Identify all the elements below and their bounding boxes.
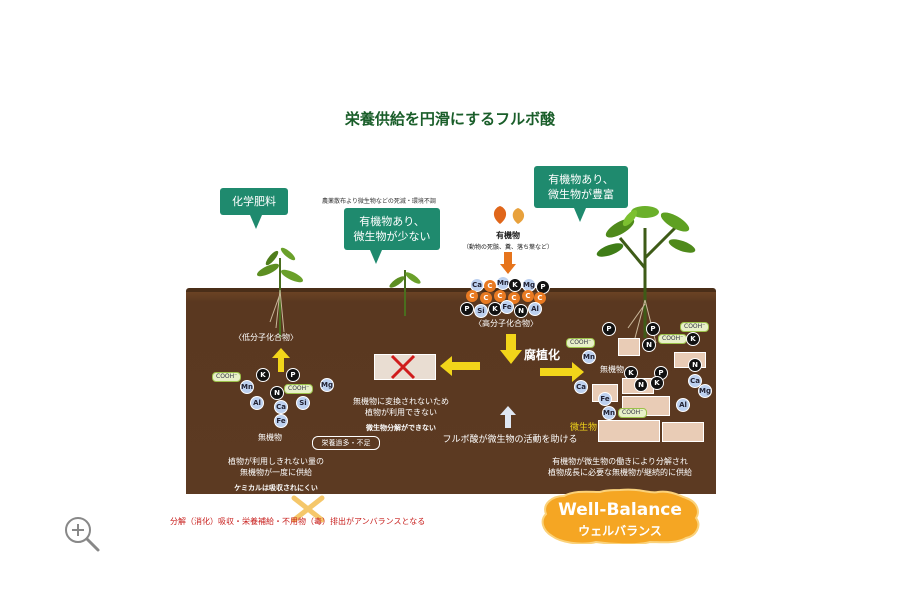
arrow-up-icon [500, 406, 516, 428]
arrow-down-icon [500, 334, 522, 364]
ion-si: Si [474, 304, 488, 318]
bubble-line1: 有機物あり、 [548, 173, 614, 186]
ion-n: N [634, 378, 648, 392]
ion-p: P [460, 302, 474, 316]
leaf-icon [493, 206, 525, 224]
organic-sub: （動物の死骸、糞、落ち葉など） [462, 244, 553, 251]
inorganic-label-left: 無機物 [258, 433, 282, 442]
ion-p: P [646, 322, 660, 336]
ion-al: Al [528, 302, 542, 316]
middle-desc-line3: 微生物分解ができない [366, 424, 436, 432]
ion-mg: Mg [522, 278, 536, 292]
ion-mn: Mn [240, 380, 254, 394]
ion-c: C [494, 290, 506, 302]
ion-mn: Mn [582, 350, 596, 364]
ion-p: P [602, 322, 616, 336]
badge-line2: ウェルバランス [578, 524, 662, 538]
fulvic-label: フルボ酸が微生物の活動を助ける [442, 435, 578, 445]
bubble-line1: 有機物あり、 [359, 215, 425, 228]
ion-group-right: P P COOH⁻ COOH⁻ N COOH⁻ K Mn N Ca K P N … [562, 318, 714, 442]
ion-si: Si [296, 396, 310, 410]
cross-icon [291, 495, 325, 523]
page-title: 栄養供給を円滑にするフルボ酸 [344, 110, 556, 128]
left-desc-line2: 無機物が一度に供給 [240, 468, 312, 477]
middle-desc-line1: 無機物に変換されないため [353, 397, 449, 406]
plant-right-icon [596, 206, 696, 344]
ion-p: P [536, 280, 550, 294]
ion-mg: Mg [320, 378, 334, 392]
ion-c: C [522, 290, 534, 302]
well-balance-badge [541, 488, 700, 544]
imbalance-note: 分解（消化）吸収・栄養補給・不用物（毒）排出がアンバランスとなる [170, 517, 426, 526]
cooh-chain: COOH⁻ [212, 372, 242, 382]
inorganic-label-right: 無機物 [600, 365, 624, 374]
cooh-chain: COOH⁻ [618, 408, 648, 418]
arrow-down-icon [500, 252, 516, 274]
ion-k: K [256, 368, 270, 382]
ion-c: C [534, 292, 546, 304]
cooh-chain: COOH⁻ [284, 384, 314, 394]
compound-label: 〈高分子化合物〉 [474, 319, 538, 328]
ion-group-left: COOH⁻ K P Mn N COOH⁻ Mg Al Ca Si Fe [212, 368, 334, 430]
ion-mg: Mg [698, 384, 712, 398]
compound-cluster: Ca C Mn K Mg P C C C C C C P Si K Fe N A… [460, 276, 552, 318]
bubble-line2: 微生物が豊富 [548, 188, 614, 201]
ion-k: K [508, 278, 522, 292]
ion-n: N [642, 338, 656, 352]
bubble-chemical-fertilizer: 化学肥料 [220, 188, 288, 229]
ion-n: N [270, 386, 284, 400]
organic-label: 有機物 [496, 231, 520, 240]
ion-ca: Ca [274, 400, 288, 414]
ion-fe: Fe [274, 414, 288, 428]
microbes-label: 微生物 [570, 423, 598, 433]
microbe [598, 420, 660, 442]
ion-fe: Fe [500, 300, 514, 314]
ion-k: K [650, 376, 664, 390]
ion-k: K [686, 332, 700, 346]
zoom-in-icon[interactable] [62, 514, 102, 554]
cooh-chain: COOH⁻ [680, 322, 710, 332]
plant-middle-icon [389, 270, 421, 316]
ion-c: C [480, 292, 492, 304]
chemical-note: ケミカルは吸収されにくい [234, 484, 318, 492]
ion-al: Al [250, 396, 264, 410]
plant-left-icon [256, 247, 304, 338]
arrow-left-icon [440, 356, 480, 376]
microbe [662, 422, 704, 442]
ion-ca: Ca [470, 278, 484, 292]
cooh-chain: COOH⁻ [658, 334, 688, 344]
microbe [618, 338, 640, 356]
excess-badge: 栄養過多・不足 [312, 436, 380, 450]
ion-ca: Ca [574, 380, 588, 394]
ion-mn: Mn [602, 406, 616, 420]
middle-desc-line2: 植物が利用できない [365, 408, 437, 417]
arrow-right-icon [540, 362, 584, 382]
left-desc-line1: 植物が利用しきれない量の [228, 457, 324, 466]
ion-n: N [688, 358, 702, 372]
ion-ca: Ca [688, 374, 702, 388]
bubble-organic-few-microbes: 有機物あり、 微生物が少ない [344, 208, 440, 264]
ion-c: C [466, 290, 478, 302]
humification-label: 腐植化 [524, 348, 561, 362]
ion-al: Al [676, 398, 690, 412]
pesticide-note: 農薬散布より微生物などの死滅・環境不調 [322, 198, 436, 205]
ion-fe: Fe [598, 392, 612, 406]
bubble-organic-rich-microbes: 有機物あり、 微生物が豊富 [534, 166, 628, 222]
bubble-label: 化学肥料 [232, 195, 276, 208]
arrow-up-icon [272, 348, 290, 372]
low-compound-label: 〈低分子化合物〉 [234, 333, 298, 342]
bubble-line2: 微生物が少ない [353, 230, 431, 243]
cross-icon [390, 354, 416, 380]
ion-c: C [484, 280, 496, 292]
cooh-chain: COOH⁻ [566, 338, 596, 348]
ion-p: P [286, 368, 300, 382]
right-desc-line2: 植物成長に必要な無機物が継続的に供給 [548, 468, 692, 477]
right-desc-line1: 有機物が微生物の働きにより分解され [552, 457, 688, 466]
badge-line1: Well-Balance [558, 500, 682, 520]
ion-n: N [514, 304, 528, 318]
